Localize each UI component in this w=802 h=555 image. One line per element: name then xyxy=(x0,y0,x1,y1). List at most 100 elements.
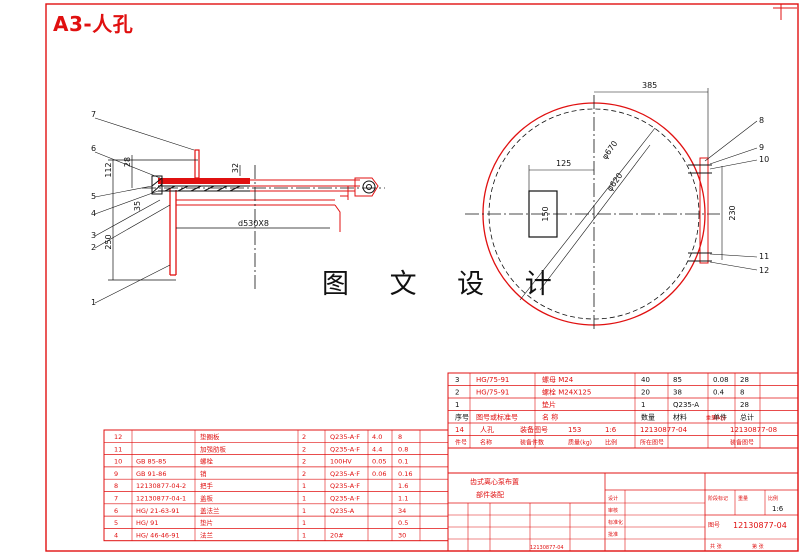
table-cell: 垫片 xyxy=(542,400,556,409)
check-label: 审核 xyxy=(608,507,618,514)
table-cell: 2 xyxy=(302,433,306,441)
dim-diameter-line xyxy=(519,127,656,301)
table-cell: Q235-A·F xyxy=(330,470,360,478)
table-cell: 4 xyxy=(114,531,118,539)
table-cell: 20# xyxy=(330,531,344,539)
table-cell: 图号或标准号 xyxy=(476,413,518,422)
table-cell: 0.1 xyxy=(398,458,408,466)
leader-line xyxy=(94,204,171,249)
table-cell: 2 xyxy=(455,389,459,397)
std-label: 标准化 xyxy=(608,519,623,526)
table-cell: 0.8 xyxy=(398,445,408,453)
table-cell: 8 xyxy=(398,433,402,441)
table-cell: 盖板 xyxy=(200,494,214,503)
table-caption: 所在图号 xyxy=(640,439,664,447)
side-view: 112 28 32 35 250 d530X8 7 6 5 4 3 2 1 xyxy=(91,110,385,307)
table-cell: 0.16 xyxy=(398,470,412,478)
table-cell: 0.4 xyxy=(713,389,725,397)
table-caption: 装备图号 xyxy=(730,439,754,447)
table-cell: Q235-A·F xyxy=(330,495,360,503)
table-cell: 总计 xyxy=(740,413,754,422)
design-label: 设计 xyxy=(608,495,618,502)
davit-hinge xyxy=(354,177,379,197)
table-cell: 10 xyxy=(114,458,122,466)
table-cell: HG/75-91 xyxy=(476,389,509,397)
shell-line xyxy=(334,204,341,232)
table-cell: 盖法兰 xyxy=(200,506,220,515)
hinge-pin xyxy=(362,180,376,194)
bottom-mark: 12130877-04 xyxy=(530,545,564,551)
dim-112: 112 xyxy=(104,162,113,177)
cover-handle xyxy=(528,190,558,238)
table-cell: 1 xyxy=(455,401,459,409)
table-cell: 1 xyxy=(302,507,306,515)
table-cell: 12130877-04-1 xyxy=(136,495,186,503)
leader-line xyxy=(94,190,159,215)
table-cell: GB 85-85 xyxy=(136,458,166,466)
handle xyxy=(194,149,200,179)
dim-28: 28 xyxy=(123,157,132,167)
table-cell: 加强肋板 xyxy=(200,444,227,453)
table-cell: 单件 xyxy=(713,413,727,422)
cover-plate xyxy=(158,178,250,184)
table-cell: 0.05 xyxy=(372,458,386,466)
drawing-number: 12130877-04 xyxy=(733,521,787,530)
table-cell: 垫片 xyxy=(200,518,213,527)
leader-line xyxy=(94,199,161,237)
table-cell: Q235-A·F xyxy=(330,445,360,453)
table-cell: 1 xyxy=(302,531,306,539)
table-caption: 比例 xyxy=(605,439,617,447)
table-cell: 材料 xyxy=(673,413,687,422)
table-cell: HG/ 21-63-91 xyxy=(136,507,180,515)
leader-label: 3 xyxy=(91,231,96,240)
leader-label: 8 xyxy=(759,116,764,125)
table-cell: Q235-A xyxy=(330,507,355,515)
table-cell: 14 xyxy=(455,426,464,434)
table-cell: 人孔 xyxy=(480,426,494,434)
table-cell: 6 xyxy=(114,507,118,515)
table-cell: 2 xyxy=(302,445,306,453)
leader-line xyxy=(94,264,171,304)
table-cell: 1 xyxy=(641,401,645,409)
table-cell: 4.4 xyxy=(372,445,382,453)
watermark-text: 图 文 设 计 xyxy=(322,269,568,300)
table-cell: 28 xyxy=(740,401,749,409)
leader-line xyxy=(709,253,758,258)
dim-diameter-line xyxy=(539,144,651,291)
leader-label: 12 xyxy=(759,266,769,275)
table-cell: 4.0 xyxy=(372,433,382,441)
leader-label: 11 xyxy=(759,252,769,261)
table-cell: 5 xyxy=(114,519,118,527)
leader-label: 2 xyxy=(91,243,96,252)
table-cell: 1.6 xyxy=(398,482,408,490)
table-cell: 100HV xyxy=(330,458,352,466)
table-cell: 法兰 xyxy=(200,530,214,539)
leader-line xyxy=(709,261,758,271)
table-cell: 12130877-04 xyxy=(640,426,688,434)
scale-label: 比例 xyxy=(768,495,778,502)
table-caption: 名称 xyxy=(480,439,492,447)
table-cell: 9 xyxy=(114,470,118,478)
table-cell: 2 xyxy=(302,458,306,466)
table-cell: 34 xyxy=(398,507,406,515)
table-cell: 名 称 xyxy=(542,413,558,422)
dim-250: 250 xyxy=(104,234,113,249)
title-block-frame xyxy=(447,472,799,552)
leader-label: 9 xyxy=(759,143,764,152)
dim-230: 230 xyxy=(728,205,737,220)
table-cell: 40 xyxy=(641,376,650,384)
table-cell: 0.06 xyxy=(372,470,386,478)
hatch xyxy=(151,183,163,194)
weight-caption: 重量(kg) xyxy=(706,415,726,422)
table-cell: 数量 xyxy=(641,413,655,422)
table-cell: 2 xyxy=(302,470,306,478)
table-cell: 7 xyxy=(114,495,118,503)
leader-line xyxy=(94,185,153,198)
table-cell: 螺母 M24 xyxy=(542,375,574,384)
table-caption: 件号 xyxy=(455,439,467,447)
hatch xyxy=(203,185,215,192)
leader-label: 1 xyxy=(91,298,96,307)
table-cell: 12130877-04-2 xyxy=(136,482,186,490)
hatch xyxy=(177,185,189,192)
leader-line xyxy=(709,147,758,165)
